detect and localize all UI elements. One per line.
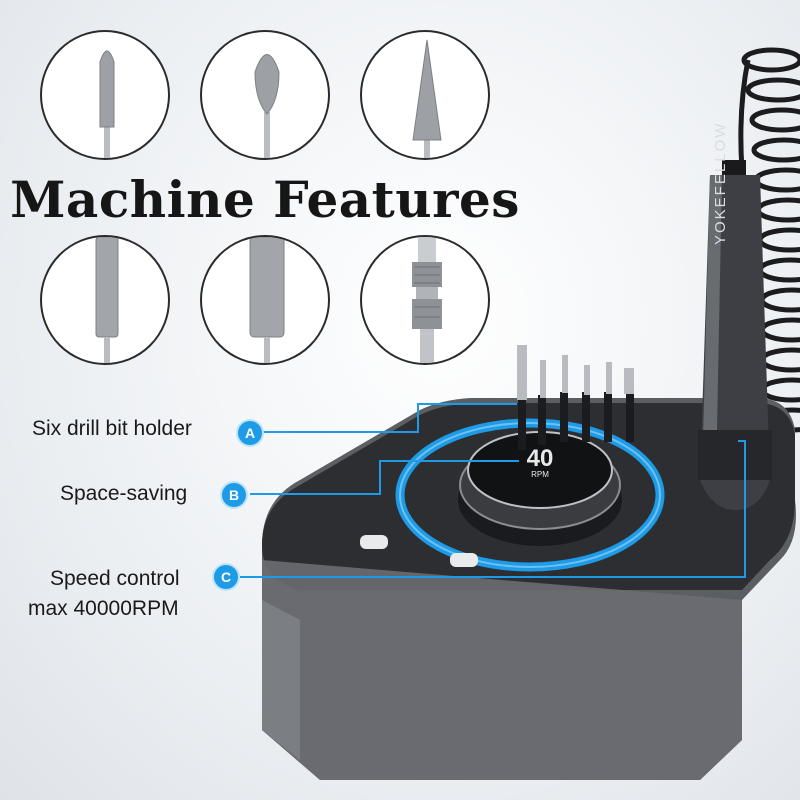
- bit-circle-5: [200, 235, 330, 365]
- badge-b: B: [222, 483, 246, 507]
- bit-circle-4: [40, 235, 170, 365]
- bit-circle-2: [200, 30, 330, 160]
- drill-bit-icon: [412, 39, 442, 158]
- feature-label-c: Speed control: [50, 567, 180, 590]
- speed-unit: RPM: [531, 470, 549, 479]
- feature-label-b: Space-saving: [60, 482, 188, 505]
- bit-circle-3: [360, 30, 490, 160]
- callout-line-a: [262, 431, 418, 433]
- bit-holder: [518, 392, 634, 450]
- drill-bit-icon: [249, 237, 285, 363]
- speed-value: 40: [526, 445, 554, 472]
- feature-label-a: Six drill bit holder: [32, 417, 192, 440]
- spindle-icon: [412, 237, 442, 363]
- drill-bit-icon: [99, 50, 115, 158]
- feature-label-c-sub: max 40000RPM: [28, 597, 179, 620]
- function-button[interactable]: [360, 535, 388, 549]
- speed-display: 40 RPM: [512, 445, 568, 480]
- coiled-cord: [738, 47, 800, 433]
- drill-bit-icon: [254, 54, 280, 158]
- direction-button[interactable]: [450, 553, 478, 567]
- bit-circle-6: [360, 235, 490, 365]
- drill-bit-icon: [95, 237, 119, 363]
- badge-c: C: [214, 565, 238, 589]
- handpiece-brand: YOKEFELLOW: [712, 121, 729, 245]
- page-title: Machine Features: [10, 170, 520, 229]
- callout-line-c: [240, 576, 746, 578]
- bit-circle-1: [40, 30, 170, 160]
- badge-a: A: [238, 421, 262, 445]
- callout-line-b: [250, 493, 380, 495]
